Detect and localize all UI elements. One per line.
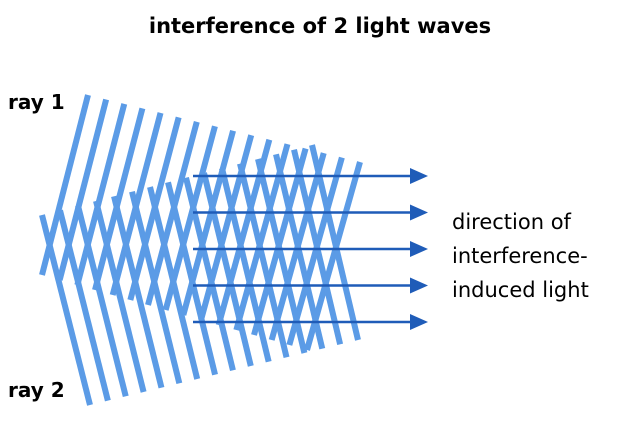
ray2-label: ray 2 <box>8 378 65 402</box>
ray2-wavefront <box>273 153 326 350</box>
arrow-right-icon <box>410 204 428 221</box>
caption-line-3: induced light <box>452 278 589 302</box>
ray2-wavefront <box>111 195 165 389</box>
ray2-wavefront <box>57 209 111 402</box>
ray2-wavefront <box>165 181 218 376</box>
ray1-wavefront <box>145 121 200 306</box>
ray1-wavefront <box>74 103 128 286</box>
ray2-wavefront <box>93 200 147 393</box>
ray2-wavefront <box>219 167 272 363</box>
ray2-wavefront <box>237 162 290 359</box>
direction-arrows <box>193 168 428 330</box>
diagram-title: interference of 2 light waves <box>148 14 492 38</box>
ray2-wavefronts <box>39 144 361 406</box>
ray2-wavefront <box>255 158 308 354</box>
ray2-wavefront <box>183 176 236 372</box>
ray2-wavefront <box>309 144 361 341</box>
ray1-label: ray 1 <box>8 90 65 114</box>
caption-line-1: direction of <box>452 210 571 234</box>
ray2-wavefront <box>147 186 201 380</box>
caption-line-2: interference- <box>452 244 588 268</box>
ray1-wavefront <box>92 107 146 291</box>
ray2-wavefront <box>39 214 93 406</box>
ray2-wavefront <box>291 148 344 346</box>
arrow-right-icon <box>410 168 428 184</box>
ray2-wavefront <box>201 172 254 367</box>
ray2-wavefront <box>75 204 129 398</box>
arrow-right-icon <box>410 241 428 257</box>
ray2-wavefront <box>129 190 183 385</box>
arrow-right-icon <box>410 314 428 330</box>
arrow-right-icon <box>410 277 428 294</box>
direction-caption: direction of interference- induced light <box>452 205 589 307</box>
